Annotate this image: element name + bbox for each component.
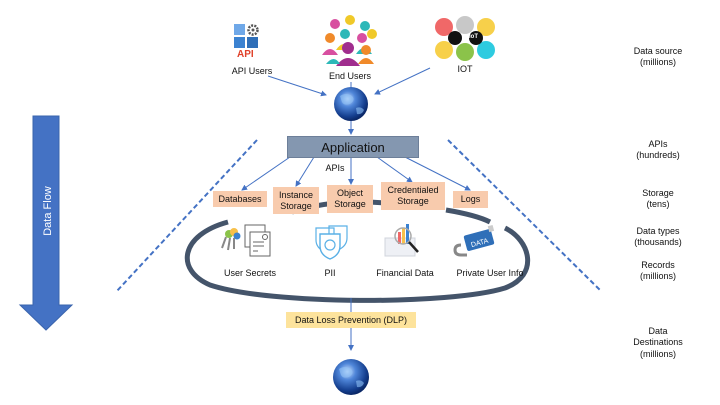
- right-label-storage: Storage (tens): [603, 188, 713, 211]
- funnel-left-dashed-line: [115, 139, 258, 293]
- right-label-records-title: Records: [641, 260, 675, 270]
- right-label-apis: APIs (hundreds): [603, 139, 713, 162]
- private-user-info-icon: DATA: [453, 224, 495, 257]
- right-label-data-types: Data types (thousands): [603, 226, 713, 249]
- private-data-icon-text: DATA: [470, 238, 489, 249]
- storage-instance: Instance Storage: [273, 187, 319, 214]
- storage-credentialed: Credentialed Storage: [381, 182, 445, 210]
- right-label-destinations-scale: (millions): [640, 348, 676, 359]
- destination-globe-icon: [333, 359, 369, 395]
- api-icon-text: API: [237, 49, 254, 60]
- arrow-app-databases: [241, 156, 291, 191]
- api-users-icon: [234, 24, 259, 48]
- records-loop: [184, 219, 531, 303]
- application-box: Application: [287, 136, 419, 158]
- private-user-info-label: Private User Info: [456, 268, 524, 278]
- dlp-box: Data Loss Prevention (DLP): [286, 312, 416, 328]
- right-label-apis-scale: (hundreds): [636, 150, 680, 161]
- right-label-data-types-title: Data types: [636, 226, 680, 236]
- right-label-destinations: Data Destinations (millions): [603, 326, 713, 360]
- iot-label: IOT: [457, 64, 473, 74]
- internet-globe-icon: [334, 87, 368, 121]
- storage-object: Object Storage: [327, 185, 373, 213]
- financial-data-icon: [384, 224, 419, 257]
- pii-label: PII: [324, 268, 336, 278]
- right-label-data-source-title: Data source: [633, 46, 683, 56]
- apis-label: APIs: [325, 163, 345, 173]
- right-label-storage-scale: (tens): [646, 199, 670, 210]
- arrow-api-users: [267, 75, 327, 97]
- right-label-apis-title: APIs: [648, 139, 668, 149]
- arrow-app-instance: [295, 156, 315, 187]
- user-secrets-label: User Secrets: [223, 268, 276, 278]
- storage-databases: Databases: [213, 191, 267, 207]
- right-label-storage-title: Storage: [642, 188, 674, 198]
- user-secrets-icon: [221, 224, 271, 257]
- arrow-app-logs: [404, 156, 471, 191]
- right-label-data-types-scale: (thousands): [634, 237, 682, 248]
- end-users-icon: [322, 15, 377, 66]
- right-label-data-source: Data source (millions): [603, 46, 713, 69]
- right-label-records: Records (millions): [603, 260, 713, 283]
- financial-data-label: Financial Data: [376, 268, 434, 278]
- pii-shield-icon: [315, 225, 348, 260]
- funnel-right-dashed-line: [447, 139, 602, 292]
- right-label-data-source-scale: (millions): [640, 57, 676, 68]
- data-flow-label: Data Flow: [42, 186, 54, 236]
- api-users-label: API Users: [231, 66, 273, 76]
- records-loop-segment: [445, 207, 492, 225]
- end-users-label: End Users: [328, 71, 372, 81]
- storage-logs: Logs: [453, 191, 488, 208]
- data-flow-arrow: [18, 115, 74, 331]
- right-label-destinations-title2: Destinations: [633, 337, 683, 348]
- right-label-destinations-title: Data: [648, 326, 668, 336]
- right-label-records-scale: (millions): [640, 271, 676, 282]
- iot-icon-text: IoT: [469, 34, 478, 40]
- arrow-app-credentialed: [376, 156, 413, 183]
- arrow-iot: [374, 67, 431, 95]
- iot-icon: [435, 16, 495, 61]
